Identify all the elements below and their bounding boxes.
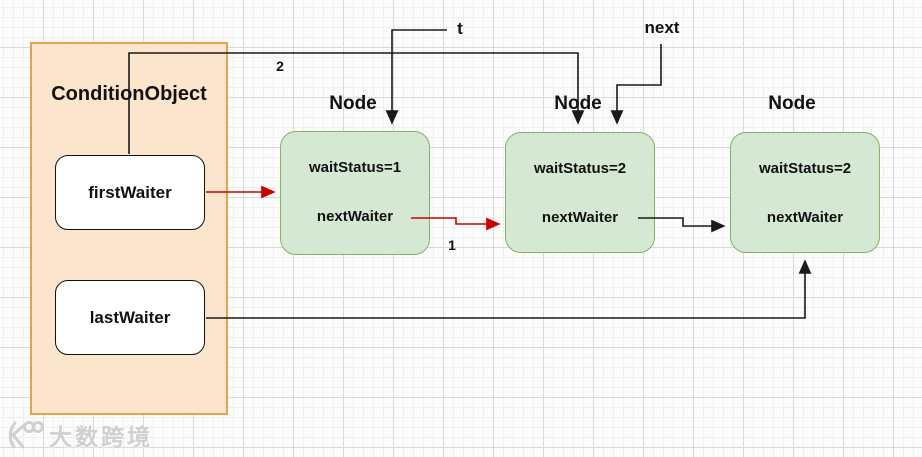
condition-object-title: ConditionObject <box>51 83 207 105</box>
node1-title: Node <box>329 93 377 114</box>
watermark: 大数跨境 <box>6 418 153 452</box>
step-2-label: 2 <box>276 58 284 74</box>
first-waiter-label: firstWaiter <box>88 182 172 202</box>
node2-wait-status: waitStatus=2 <box>533 160 627 177</box>
last-waiter-box: lastWaiter <box>55 280 205 355</box>
t-pointer-label: t <box>457 19 463 38</box>
watermark-text: 大数跨境 <box>49 424 153 450</box>
first-waiter-box: firstWaiter <box>55 155 205 230</box>
node1-wait-status: waitStatus=1 <box>308 159 402 176</box>
node2-box: waitStatus=2 nextWaiter <box>505 132 655 253</box>
step-1-label: 1 <box>448 237 456 253</box>
node3-next-waiter: nextWaiter <box>766 209 844 226</box>
node2-title: Node <box>554 93 602 114</box>
last-waiter-label: lastWaiter <box>89 307 171 327</box>
lastwaiter-to-node3-arrow <box>206 259 812 319</box>
watermark-logo-icon <box>8 421 44 449</box>
node3-box: waitStatus=2 nextWaiter <box>730 132 880 253</box>
node1-box: waitStatus=1 nextWaiter <box>280 131 430 255</box>
node3-wait-status: waitStatus=2 <box>758 160 852 177</box>
node3-title: Node <box>768 93 816 114</box>
node2-next-waiter: nextWaiter <box>541 209 619 226</box>
node1-next-waiter: nextWaiter <box>316 208 394 225</box>
next-pointer-label: next <box>644 18 680 37</box>
